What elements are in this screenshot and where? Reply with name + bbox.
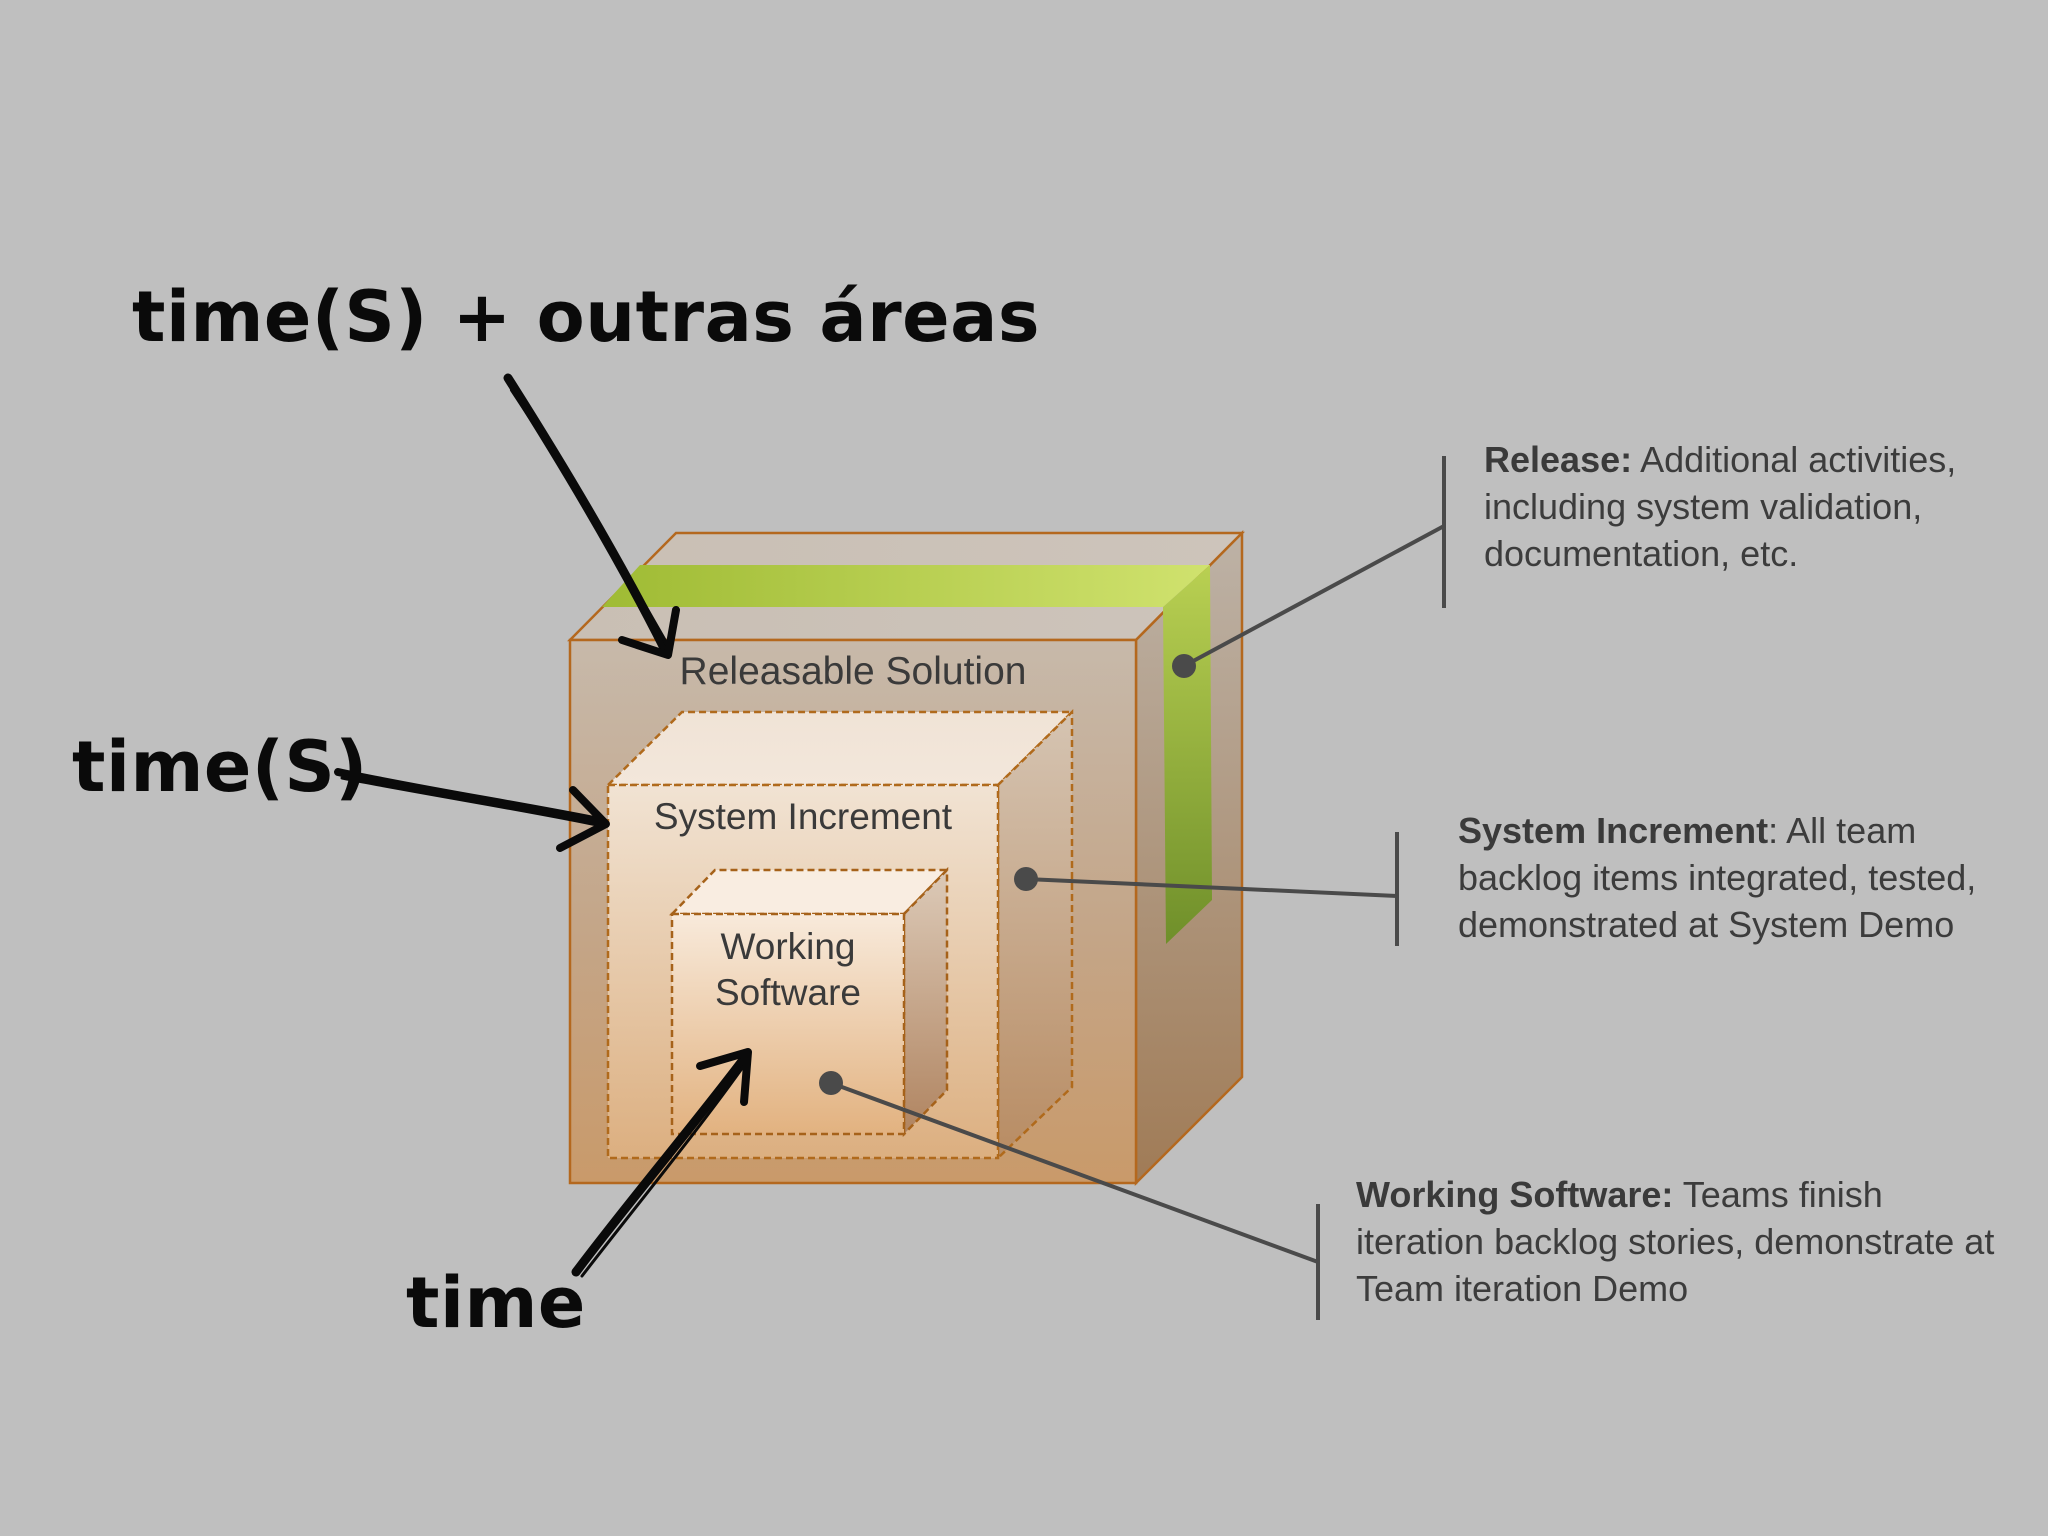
working-software-callout-text: Teams finish iteration backlog stories, … (1356, 1174, 1995, 1309)
working-software-label-line1: Working (720, 926, 856, 967)
system-increment-callout: System Increment: All team backlog items… (1458, 807, 1978, 948)
arrow-team-plus-areas (503, 373, 680, 659)
release-connector (1183, 456, 1446, 668)
system-increment-connector (1025, 832, 1399, 946)
annotation-team-plus-areas: time(S) + outras áreas (132, 276, 1040, 358)
working-software-connector-dot (819, 1071, 843, 1095)
arrow-team (571, 1048, 752, 1278)
release-callout-text: Additional activities, including system … (1484, 439, 1957, 574)
working-software-callout: Working Software: Teams finish iteration… (1356, 1171, 2016, 1312)
release-box-label: Releasable Solution (679, 650, 1027, 693)
system-increment-label: System Increment (653, 796, 953, 837)
working-software-connector (830, 1081, 1320, 1320)
annotation-team: time (406, 1262, 586, 1344)
release-callout: Release: Additional activities, includin… (1484, 436, 2004, 577)
system-increment-side (996, 709, 1074, 1161)
working-software-top (669, 868, 950, 916)
annotation-teams: time(S) (72, 726, 368, 808)
working-software-label-line2: Software (714, 972, 861, 1013)
system-increment-top (604, 710, 1076, 787)
working-software-side (902, 866, 949, 1138)
system-increment-connector-dot (1014, 867, 1038, 891)
working-software-label: Working Software (672, 924, 904, 1016)
system-increment-callout-title: System Increment (1458, 810, 1769, 851)
release-callout-title: Release: (1484, 439, 1633, 480)
working-software-callout-title: Working Software: (1356, 1174, 1674, 1215)
release-band-top (602, 565, 1210, 607)
arrow-teams (334, 768, 610, 852)
release-connector-dot (1172, 654, 1196, 678)
system-increment-callout-text: : All team backlog items integrated, tes… (1458, 810, 1977, 945)
